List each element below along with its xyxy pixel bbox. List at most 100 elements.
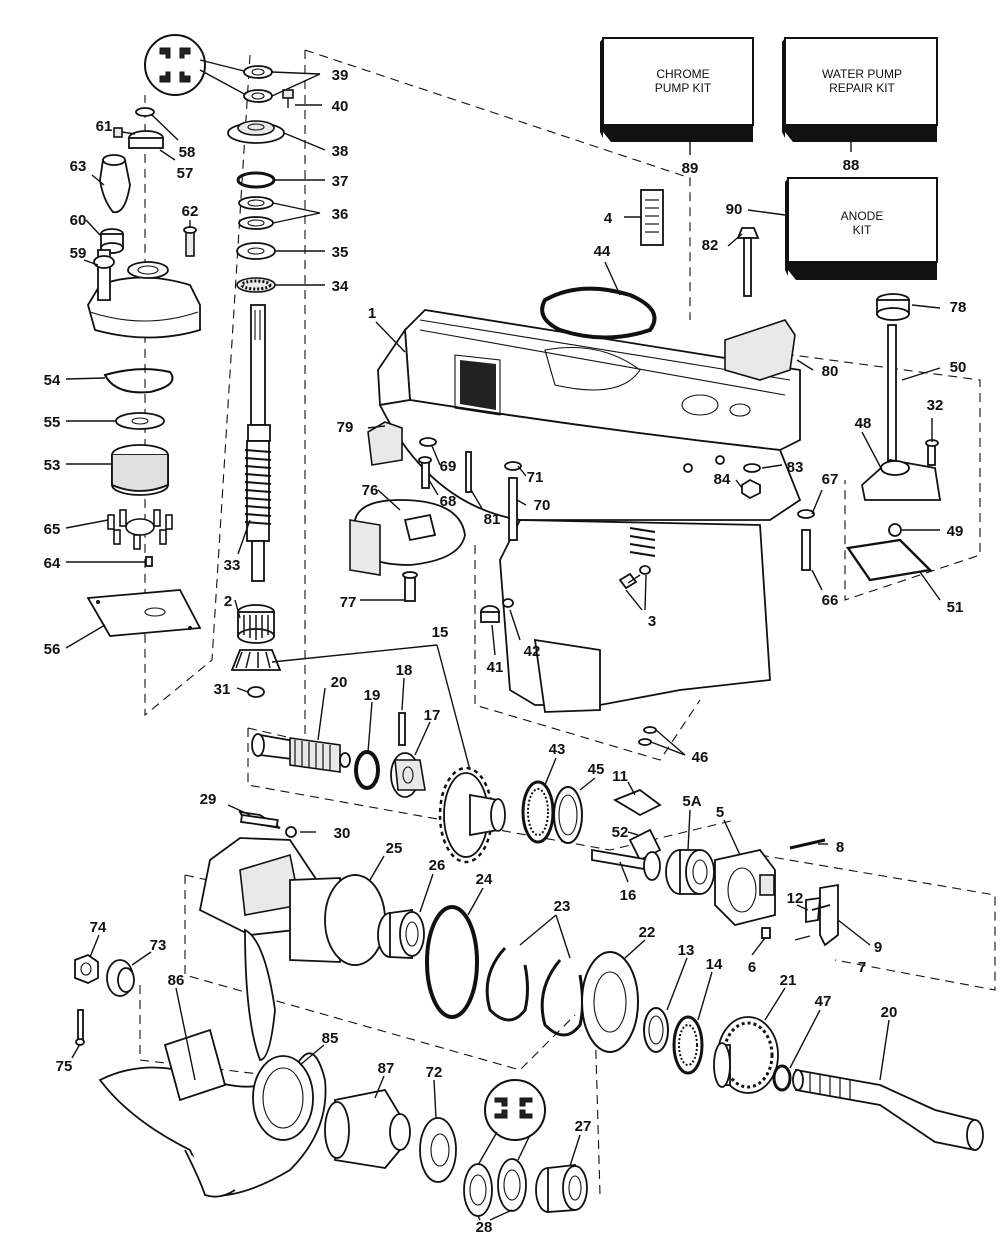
callout-82: 82: [702, 237, 719, 254]
leader-lines: [65, 71, 941, 1221]
callout-24: 24: [476, 871, 493, 888]
callout-23: 23: [554, 898, 571, 915]
callout-55: 55: [44, 414, 61, 431]
callout-52: 52: [612, 824, 629, 841]
callout-60: 60: [70, 212, 87, 229]
callout-38: 38: [332, 143, 349, 160]
callout-31: 31: [214, 681, 231, 698]
callout-49: 49: [947, 523, 964, 540]
callout-2: 2: [224, 593, 232, 610]
callout-41: 41: [487, 659, 504, 676]
callout-80: 80: [822, 363, 839, 380]
callout-43: 43: [549, 741, 566, 758]
callout-5A: 5A: [682, 793, 701, 810]
callout-29: 29: [200, 791, 217, 808]
callout-69: 69: [440, 458, 457, 475]
callout-90: 90: [726, 201, 743, 218]
callout-79: 79: [337, 419, 354, 436]
gearcase-housing: [377, 309, 802, 713]
callout-34: 34: [332, 278, 349, 295]
callout-48: 48: [855, 415, 872, 432]
callout-17: 17: [424, 707, 441, 724]
callout-63: 63: [70, 158, 87, 175]
callout-65: 65: [44, 521, 61, 538]
callout-27: 27: [575, 1118, 592, 1135]
callout-26: 26: [429, 857, 446, 874]
water-kit-line2: REPAIR KIT: [829, 81, 895, 95]
callout-9: 9: [874, 939, 882, 956]
callout-51: 51: [947, 599, 964, 616]
callout-12: 12: [787, 890, 804, 907]
callout-13: 13: [678, 942, 695, 959]
callout-88: 88: [843, 157, 860, 174]
upper-right-parts: [349, 189, 942, 746]
bearing-carrier-group: [198, 837, 984, 1152]
seal-detail-circle: [144, 34, 249, 97]
callout-46: 46: [692, 749, 709, 766]
callout-74: 74: [90, 919, 107, 936]
callout-16: 16: [620, 887, 637, 904]
callout-3: 3: [648, 613, 656, 630]
callout-20b: 20: [881, 1004, 898, 1021]
anode-kit-box: ANODE KIT: [785, 177, 938, 280]
callout-44: 44: [594, 243, 611, 260]
callout-77: 77: [340, 594, 357, 611]
callout-81: 81: [484, 511, 501, 528]
callout-36: 36: [332, 206, 349, 223]
callout-37: 37: [332, 173, 349, 190]
callout-14: 14: [706, 956, 723, 973]
chrome-pump-kit-box: CHROME PUMP KIT: [600, 37, 754, 142]
callout-87: 87: [378, 1060, 395, 1077]
callout-4: 4: [604, 210, 613, 227]
callout-59: 59: [70, 245, 87, 262]
callout-18: 18: [396, 662, 413, 679]
gear-group: [238, 712, 839, 947]
callout-22: 22: [639, 924, 656, 941]
callout-32: 32: [927, 397, 944, 414]
callout-89: 89: [682, 160, 699, 177]
callout-86: 86: [168, 972, 185, 989]
callout-71: 71: [527, 469, 544, 486]
callout-53: 53: [44, 457, 61, 474]
callout-25: 25: [386, 840, 403, 857]
callout-45: 45: [588, 761, 605, 778]
callout-35: 35: [332, 244, 349, 261]
callout-56: 56: [44, 641, 61, 658]
callout-labels: 39 40 38 37 36 35 34 61 58 57 63 60 62 5…: [44, 67, 967, 1236]
callout-66: 66: [822, 592, 839, 609]
callout-73: 73: [150, 937, 167, 954]
callout-58: 58: [179, 144, 196, 161]
callout-21: 21: [780, 972, 797, 989]
callout-33: 33: [224, 557, 241, 574]
callout-39: 39: [332, 67, 349, 84]
callout-72: 72: [426, 1064, 443, 1081]
callout-78: 78: [950, 299, 967, 316]
callout-57: 57: [177, 165, 194, 182]
callout-8: 8: [836, 839, 844, 856]
callout-42: 42: [524, 643, 541, 660]
callout-40: 40: [332, 98, 349, 115]
water-pump-repair-kit-box: WATER PUMP REPAIR KIT: [782, 37, 938, 142]
callout-67: 67: [822, 471, 839, 488]
water-pump-group: [86, 107, 202, 637]
callout-19: 19: [364, 687, 381, 704]
anode-kit-line2: KIT: [853, 223, 872, 237]
callout-20a: 20: [331, 674, 348, 691]
callout-6: 6: [748, 959, 756, 976]
callout-54: 54: [44, 372, 61, 389]
callout-61: 61: [96, 118, 113, 135]
callout-64: 64: [44, 555, 61, 572]
callout-75: 75: [56, 1058, 73, 1075]
callout-76: 76: [362, 482, 379, 499]
propeller-group: [74, 928, 588, 1217]
callout-11: 11: [612, 768, 628, 785]
water-kit-line1: WATER PUMP: [822, 67, 902, 81]
driveshaft-stack: [227, 65, 294, 698]
callout-83: 83: [787, 459, 804, 476]
callout-47: 47: [815, 993, 832, 1010]
callout-7: 7: [858, 959, 866, 976]
anode-kit-line1: ANODE: [841, 209, 884, 223]
callout-62: 62: [182, 203, 199, 220]
callout-5: 5: [716, 804, 724, 821]
